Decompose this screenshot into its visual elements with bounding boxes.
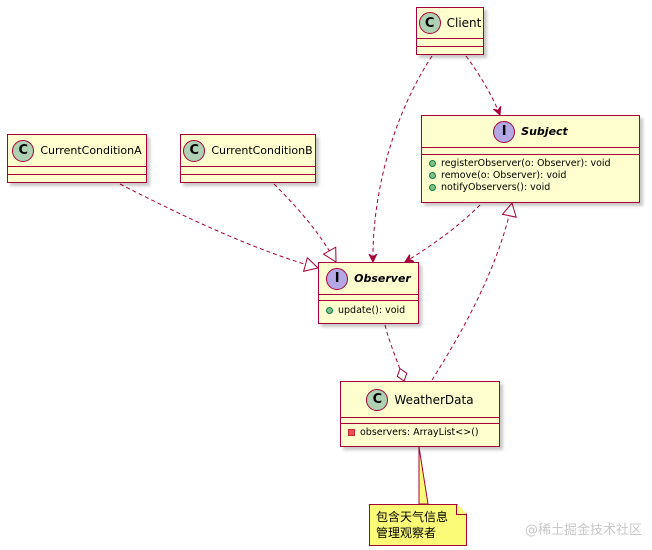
class-weather-data-header: C WeatherData bbox=[341, 382, 499, 418]
class-client-header: C Client bbox=[417, 8, 483, 39]
class-divider bbox=[422, 154, 639, 155]
member-signature: remove(o: Observer): void bbox=[441, 169, 567, 181]
private-visibility-icon bbox=[348, 428, 355, 436]
edge-observer-weatherdata bbox=[384, 324, 408, 382]
class-divider bbox=[8, 174, 146, 175]
observer-member: update(): void bbox=[326, 304, 418, 316]
class-current-condition-a-name: CurrentConditionA bbox=[40, 144, 142, 157]
member-signature: notifyObservers(): void bbox=[441, 181, 551, 193]
note-connector bbox=[418, 446, 429, 505]
class-stereotype-icon: C bbox=[183, 139, 206, 162]
interface-observer-name: Observer bbox=[354, 272, 411, 285]
subject-member-list: registerObserver(o: Observer): void remo… bbox=[422, 155, 639, 197]
member-signature: update(): void bbox=[338, 304, 406, 316]
interface-stereotype-icon: I bbox=[493, 120, 516, 143]
public-visibility-icon bbox=[429, 171, 436, 179]
interface-stereotype-icon: I bbox=[326, 267, 349, 290]
edge-conditionb-observer bbox=[273, 183, 337, 263]
weather-data-member: observers: ArrayList<>() bbox=[348, 426, 499, 438]
watermark: @稀土掘金技术社区 bbox=[524, 523, 642, 538]
edge-weatherdata-subject bbox=[431, 201, 517, 381]
class-current-condition-a[interactable]: C CurrentConditionA bbox=[7, 134, 147, 183]
interface-subject-name: Subject bbox=[521, 125, 568, 138]
interface-subject-header: I Subject bbox=[422, 116, 639, 148]
note-line: 管理观察者 bbox=[376, 526, 437, 540]
class-stereotype-icon: C bbox=[12, 139, 35, 162]
interface-observer-header: I Observer bbox=[319, 263, 418, 295]
edge-client-subject bbox=[465, 55, 500, 115]
class-divider bbox=[417, 46, 483, 47]
observer-member-list: update(): void bbox=[319, 301, 418, 320]
note: 包含天气信息 管理观察者 bbox=[369, 504, 467, 546]
weather-data-member-list: observers: ArrayList<>() bbox=[341, 424, 499, 442]
class-divider bbox=[341, 423, 499, 424]
note-fold-corner bbox=[456, 505, 466, 515]
public-visibility-icon bbox=[429, 159, 436, 167]
public-visibility-icon bbox=[326, 306, 333, 314]
edge-conditiona-observer bbox=[119, 183, 320, 272]
class-current-condition-b-header: C CurrentConditionB bbox=[181, 135, 315, 167]
class-client[interactable]: C Client bbox=[416, 7, 484, 55]
class-current-condition-b-name: CurrentConditionB bbox=[211, 144, 313, 157]
note-line: 包含天气信息 bbox=[376, 510, 449, 524]
interface-observer[interactable]: I Observer update(): void bbox=[318, 262, 419, 324]
class-current-condition-a-header: C CurrentConditionA bbox=[8, 135, 146, 167]
class-current-condition-b[interactable]: C CurrentConditionB bbox=[180, 134, 316, 183]
member-signature: registerObserver(o: Observer): void bbox=[441, 157, 611, 169]
class-divider bbox=[319, 300, 418, 301]
class-divider bbox=[181, 174, 315, 175]
interface-subject[interactable]: I Subject registerObserver(o: Observer):… bbox=[421, 115, 640, 203]
class-stereotype-icon: C bbox=[366, 388, 389, 411]
subject-member: remove(o: Observer): void bbox=[429, 169, 639, 181]
edge-client-observer bbox=[373, 55, 433, 262]
public-visibility-icon bbox=[429, 183, 436, 191]
subject-member: registerObserver(o: Observer): void bbox=[429, 157, 639, 169]
class-weather-data-name: WeatherData bbox=[394, 392, 474, 407]
class-weather-data[interactable]: C WeatherData observers: ArrayList<>() bbox=[340, 381, 500, 447]
edge-subject-observer bbox=[405, 204, 481, 262]
class-client-name: Client bbox=[446, 16, 482, 30]
subject-member: notifyObservers(): void bbox=[429, 181, 639, 193]
class-stereotype-icon: C bbox=[418, 12, 441, 34]
member-signature: observers: ArrayList<>() bbox=[360, 426, 479, 438]
